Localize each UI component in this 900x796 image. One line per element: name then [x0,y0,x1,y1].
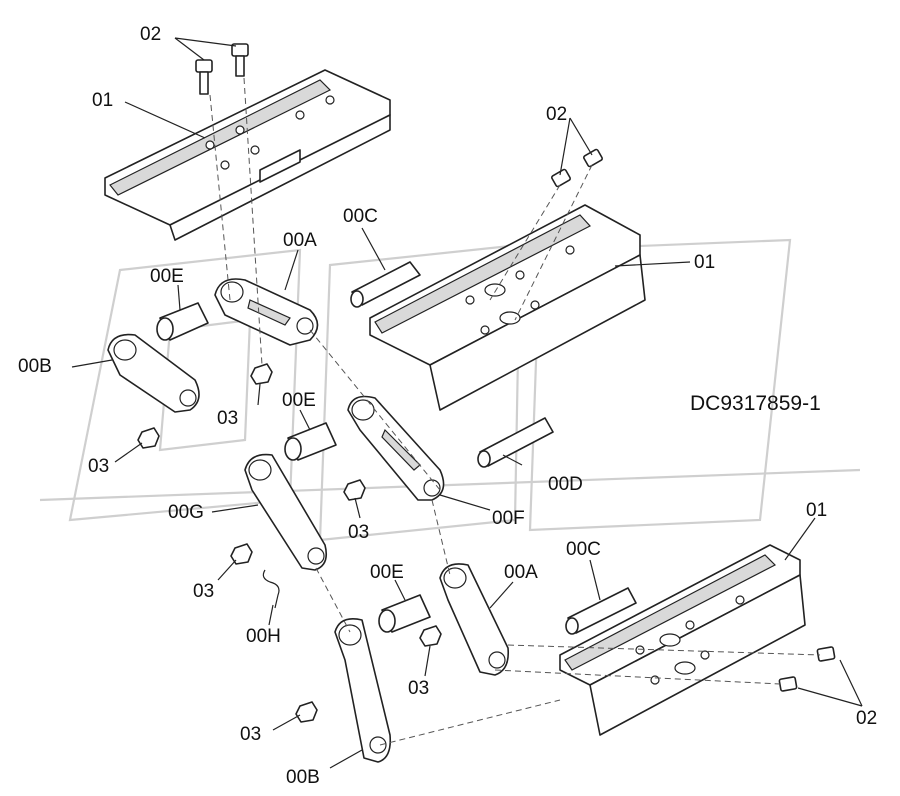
nut-lower-center [419,625,442,647]
track-link-lower-right [439,563,510,676]
bushing-upper [156,302,209,341]
bolt-pair-lower-right [778,646,836,692]
label-pin-lower: 00C [566,539,601,560]
label-shoe-right: 01 [694,252,715,273]
track-pin-lower [565,587,637,635]
label-cotter-pin: 00H [246,626,281,647]
nut-upper-center [250,363,273,385]
label-pin-top: 00C [343,206,378,227]
track-shoe-lower [559,544,806,736]
track-link-upper-right [214,278,319,346]
callout-labels: 02 01 02 01 00C 00A 00E 00B 03 03 00E 00… [18,24,877,788]
label-nut-upper-left: 03 [88,456,109,477]
label-bolt-lower-right: 02 [856,708,877,729]
label-master-link-right: 00F [492,508,525,529]
label-master-pin: 00D [548,474,583,495]
label-nut-upper-center: 03 [217,408,238,429]
drawing-code: DC9317859-1 [690,392,821,415]
master-pin [477,417,554,468]
label-bushing-lower: 00E [370,562,404,583]
label-bushing-middle: 00E [282,390,316,411]
bushing-middle [284,422,337,461]
label-link-upper-left: 00B [18,356,52,377]
bolt-pair-top-left [195,43,249,95]
label-link-lower-left: 00B [286,767,320,788]
leader-lines [71,37,863,769]
track-pin-top [350,261,421,308]
cotter-pin [262,569,280,609]
label-link-lower-right: 00A [504,562,538,583]
nut-upper-left [137,427,160,449]
nut-middle-center [343,479,366,501]
nut-lower-left [295,701,318,723]
track-shoe-top-left [104,69,391,241]
bushing-lower [378,594,431,633]
label-link-upper-right: 00A [283,230,317,251]
track-link-lower-left [334,618,392,763]
label-master-link-left: 00G [168,502,204,523]
master-link-right [347,395,445,501]
bolt-pair-right [551,148,603,188]
label-nut-lower-center: 03 [408,678,429,699]
track-link-upper-left [107,333,200,413]
label-nut-middle-center: 03 [348,522,369,543]
nut-middle-left [230,543,253,565]
label-nut-middle-left: 03 [193,581,214,602]
label-shoe-lower: 01 [806,500,827,521]
assembly-guide-lines [209,77,821,746]
label-shoe-top-left: 01 [92,90,113,111]
track-shoe-right [369,204,646,411]
label-bushing-upper: 00E [150,266,184,287]
label-nut-lower-left: 03 [240,724,261,745]
label-bolt-right: 02 [546,104,567,125]
master-link-left [244,453,328,571]
label-bolt-top-left: 02 [140,24,161,45]
